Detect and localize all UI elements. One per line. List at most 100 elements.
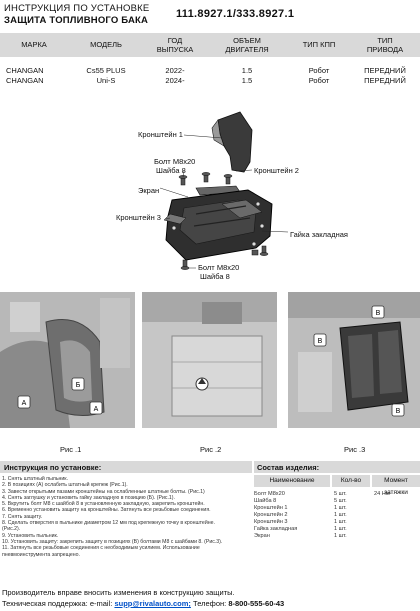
kit-item-qty: 1 шт. [334, 512, 347, 518]
diagram-drawing [159, 111, 289, 270]
top-fasteners-drawing [178, 172, 233, 186]
cell-engine: 1.5 [241, 66, 253, 75]
caption-fig-2: Рис .2 [200, 445, 222, 454]
caption-fig-3: Рис .3 [344, 445, 366, 454]
product-title: ЗАЩИТА ТОПЛИВНОГО БАКА [4, 15, 149, 26]
bracket-1-drawing [211, 111, 253, 173]
support-phone: 8-800-555-60-43 [228, 599, 285, 608]
label-bolt-top: Болт М8х20 [154, 157, 196, 166]
svg-text:A: A [94, 406, 99, 413]
cell-drive: ПЕРЕДНИЙ [364, 66, 406, 75]
kit-item-qty: 5 шт. [334, 491, 347, 497]
install-step: (Рис.2). [2, 526, 21, 533]
cell-engine: 1.5 [241, 76, 253, 85]
support-line: Техническая поддержка: e-mail: supp@riva… [2, 599, 284, 608]
cell-model: Uni-S [96, 76, 116, 85]
svg-text:B: B [376, 310, 381, 317]
bottom-fasteners-drawing [180, 245, 269, 270]
kit-column-torque: Момент затяжки [372, 475, 420, 496]
kit-item-name: Шайба 8 [254, 498, 277, 504]
label-nut: Гайка закладная [290, 230, 348, 239]
document-footer: Производитель вправе вносить изменения в… [0, 586, 420, 611]
install-step: 10. Установить защиту: закрепить защиту … [2, 538, 223, 545]
cell-year: 2022- [165, 66, 185, 75]
label-screen: Экран [138, 186, 160, 195]
installation-photos: A Б A B B [0, 292, 420, 442]
cell-gearbox: Робот [308, 76, 330, 85]
install-step: 7. Снять защиту. [2, 513, 43, 520]
instruction-title: ИНСТРУКЦИЯ ПО УСТАНОВКЕ [4, 3, 150, 14]
svg-text:B: B [318, 338, 323, 345]
cell-brand: CHANGAN [6, 66, 44, 75]
column-gearbox: ТИП КПП [302, 40, 336, 49]
photo-2 [142, 292, 277, 428]
install-step: 8. Сделать отверстия в пыльнике диаметро… [2, 520, 215, 527]
kit-header: Состав изделия: [254, 461, 420, 473]
cell-model: Cs55 PLUS [86, 66, 126, 75]
kit-column-qty: Кол-во [332, 475, 370, 487]
label-washer-top: Шайба 8 [156, 166, 186, 175]
article-number: 111.8927.1/333.8927.1 [176, 8, 295, 20]
manufacturer-note: Производитель вправе вносить изменения в… [2, 588, 235, 597]
install-header: Инструкция по установке: [0, 461, 252, 473]
install-step: 11. Затянуть все резьбовые соединения с … [2, 545, 200, 552]
kit-item-name: Кронштейн 1 [254, 505, 288, 511]
column-brand: МАРКА [21, 40, 47, 49]
install-step: 4. Снять заглушку и установить гайку зак… [2, 494, 175, 501]
exploded-diagram: Кронштейн 1 Болт М8х20 Шайба 8 Кронштейн… [0, 100, 420, 290]
install-step: 1. Снять штатный пыльник. [2, 476, 69, 482]
kit-item-name: Кронштейн 3 [254, 519, 288, 525]
kit-item-qty: 1 шт. [334, 505, 347, 511]
spec-row: CHANGAN Cs55 PLUS 2022- 1.5 Робот ПЕРЕДН… [0, 66, 420, 77]
kit-item-name: Кронштейн 2 [254, 512, 288, 518]
bracket-3-drawing [163, 213, 187, 225]
photo-3: B B B [288, 292, 420, 428]
caption-fig-1: Рис .1 [60, 445, 82, 454]
kit-item-qty: 1 шт. [334, 533, 347, 539]
installation-instructions: Инструкция по установке: 1. Снять штатны… [0, 461, 252, 586]
column-model: МОДЕЛЬ [90, 40, 122, 49]
nut-drawing [251, 249, 259, 256]
label-bracket-1: Кронштейн 1 [138, 130, 183, 139]
svg-text:B: B [396, 408, 401, 415]
install-step: 6. Временно установить защиту на кронште… [2, 507, 211, 514]
kit-item-name: Экран [254, 533, 270, 539]
label-washer-bottom: Шайба 8 [200, 272, 230, 281]
svg-text:Б: Б [76, 382, 81, 389]
email-prefix: e-mail: [89, 599, 113, 608]
kit-title: Состав изделия: [257, 463, 320, 472]
install-title: Инструкция по установке: [4, 463, 102, 472]
install-step: пневмоинструмента запрещено. [2, 551, 80, 558]
label-bracket-2: Кронштейн 2 [254, 166, 299, 175]
support-email-link[interactable]: supp@rivalauto.com; [114, 599, 191, 608]
cell-year: 2024- [165, 76, 185, 85]
kit-item-qty: 1 шт. [334, 519, 347, 525]
cell-brand: CHANGAN [6, 76, 44, 85]
leader-lines [159, 134, 289, 269]
kit-item-qty: 1 шт. [334, 526, 347, 532]
cell-drive: ПЕРЕДНИЙ [364, 76, 406, 85]
install-step: 5. Вкрутить болт М8 с шайбой 8 в установ… [2, 501, 205, 508]
install-step: 2. В позициях (А) ослабить штатный крепе… [2, 482, 128, 489]
kit-torque-value: 24 Нм [374, 491, 390, 497]
kit-item-qty: 5 шт. [334, 498, 347, 504]
kit-item-name: Болт М8х20 [254, 491, 285, 497]
document-header: ИНСТРУКЦИЯ ПО УСТАНОВКЕ ЗАЩИТА ТОПЛИВНОГ… [0, 0, 420, 30]
install-steps: 1. Снять штатный пыльник. 2. В позициях … [2, 476, 250, 558]
kit-contents: Состав изделия: Наименование Кол-во Моме… [254, 461, 420, 586]
svg-text:A: A [22, 400, 27, 407]
phone-label: Телефон: [193, 599, 227, 608]
kit-column-name: Наименование [254, 475, 330, 487]
support-label: Техническая поддержка: [2, 599, 88, 608]
label-bracket-3: Кронштейн 3 [116, 213, 161, 222]
kit-item-name: Гайка закладная [254, 526, 298, 532]
label-bolt-bottom: Болт М8х20 [198, 263, 240, 272]
screen-drawing [165, 189, 273, 261]
photo-1: A Б A [0, 292, 135, 428]
install-step: 9. Установить пыльник. [2, 532, 59, 539]
